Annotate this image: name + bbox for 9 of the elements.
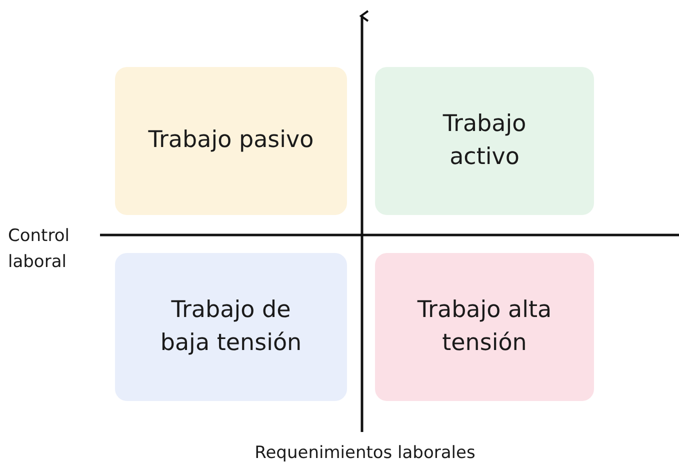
quadrant-label: Trabajo alta tensión: [416, 296, 553, 358]
quadrant-label: Trabajo de baja tensión: [159, 296, 303, 358]
quadrant-label: Trabajo activo: [442, 110, 528, 172]
quadrant-box: [375, 67, 594, 215]
quadrant-box: [375, 253, 594, 401]
quadrant-box: [115, 67, 347, 215]
axis-label: Requenimientos laborales: [254, 442, 476, 465]
axis-label: Control laboral: [8, 225, 70, 274]
quadrant-label: Trabajo pasivo: [147, 126, 315, 156]
